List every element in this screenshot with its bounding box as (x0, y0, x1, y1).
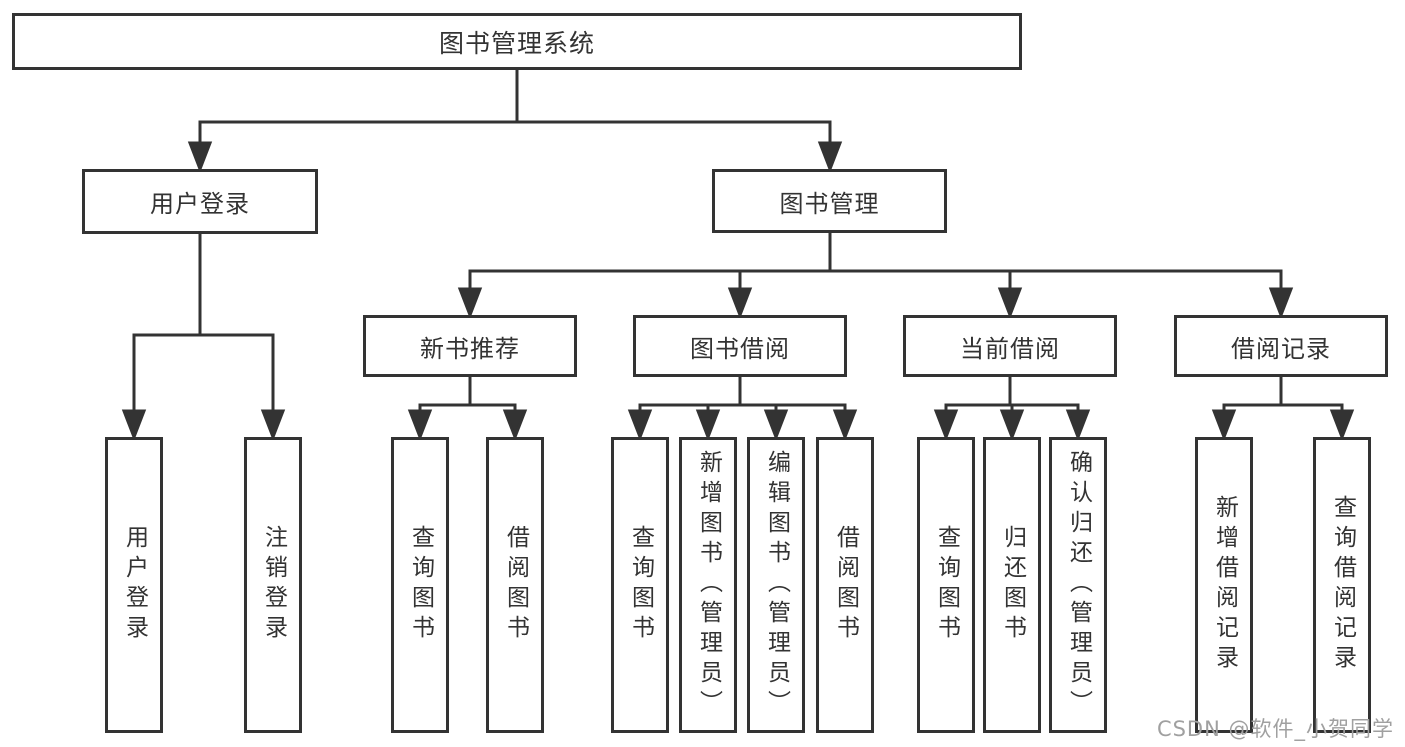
node-user-login: 用户登录 (82, 169, 318, 234)
node-label: 查询图书 (933, 525, 960, 645)
node-library-management-system: 图书管理系统 (12, 13, 1022, 70)
node-label: 查询图书 (407, 525, 434, 645)
node-label: 图书借阅 (690, 334, 790, 363)
node-book-management: 图书管理 (712, 169, 947, 233)
node-label: 查询借阅记录 (1329, 495, 1356, 675)
node-label: 借阅图书 (502, 525, 529, 645)
connector-root-to-level2 (187, 70, 843, 174)
node-current-borrowing: 当前借阅 (903, 315, 1117, 377)
node-label: 新增图书（管理员） (695, 450, 722, 720)
node-leaf-query-borrow-record: 查询借阅记录 (1313, 437, 1371, 733)
node-label: 当前借阅 (960, 334, 1060, 363)
node-borrowing-records: 借阅记录 (1174, 315, 1388, 377)
node-label: 用户登录 (121, 525, 148, 645)
node-label: 新增借阅记录 (1211, 495, 1238, 675)
connector-borrow-record-children (1211, 377, 1355, 442)
node-leaf-add-borrow-record: 新增借阅记录 (1195, 437, 1253, 733)
node-label: 借阅记录 (1231, 334, 1331, 363)
node-leaf-return-books: 归还图书 (983, 437, 1041, 733)
node-label: 图书管理 (779, 189, 880, 218)
node-leaf-borrow-books-2: 借阅图书 (816, 437, 874, 733)
node-label: 注销登录 (260, 525, 287, 645)
node-book-borrowing: 图书借阅 (633, 315, 847, 377)
node-leaf-borrow-books-1: 借阅图书 (486, 437, 544, 733)
connector-user-login-children (121, 234, 286, 442)
node-label: 查询图书 (627, 525, 654, 645)
node-label: 借阅图书 (832, 525, 859, 645)
connector-book-borrow-children (627, 377, 858, 442)
connector-current-borrow-children (933, 377, 1091, 442)
node-leaf-query-books-3: 查询图书 (917, 437, 975, 733)
node-leaf-query-books-1: 查询图书 (391, 437, 449, 733)
node-leaf-edit-books-admin: 编辑图书（管理员） (747, 437, 805, 733)
node-label: 图书管理系统 (438, 28, 595, 58)
connector-book-mgmt-children (457, 233, 1294, 320)
node-label: 新书推荐 (420, 334, 520, 363)
node-leaf-user-login: 用户登录 (105, 437, 163, 733)
node-leaf-query-books-2: 查询图书 (611, 437, 669, 733)
connector-new-book-children (407, 377, 528, 442)
node-leaf-add-books-admin: 新增图书（管理员） (679, 437, 737, 733)
node-label: 确认归还（管理员） (1065, 450, 1092, 720)
node-label: 归还图书 (999, 525, 1026, 645)
csdn-watermark: CSDN @软件_小贺同学 (1156, 717, 1394, 741)
node-label: 编辑图书（管理员） (763, 450, 790, 720)
node-leaf-confirm-return-admin: 确认归还（管理员） (1049, 437, 1107, 733)
node-label: 用户登录 (150, 190, 250, 218)
node-leaf-logout: 注销登录 (244, 437, 302, 733)
node-new-book-recommendation: 新书推荐 (363, 315, 577, 377)
